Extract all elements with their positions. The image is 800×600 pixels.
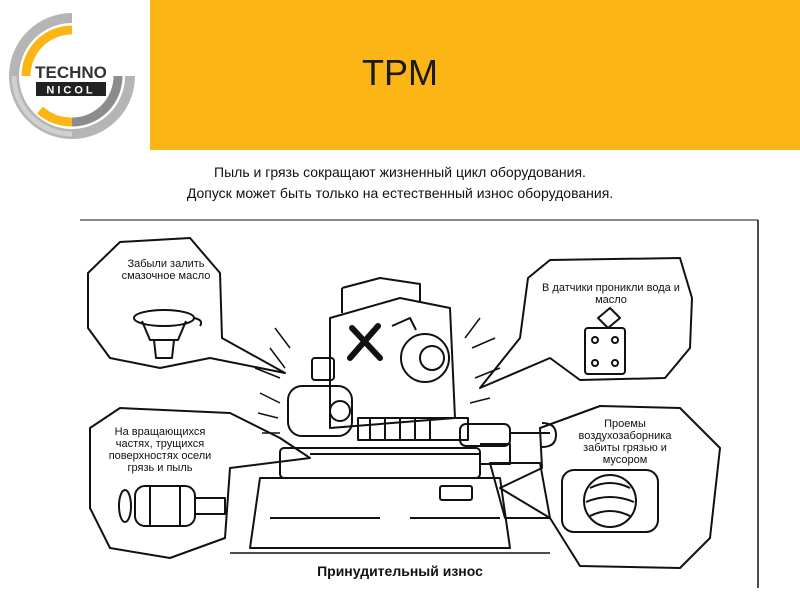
bubble-oil-text: Забыли залить смазочное масло <box>121 258 211 282</box>
slide-title: TPM <box>362 52 438 93</box>
bubble-oil <box>87 237 286 374</box>
subtitle-line-1: Пыль и грязь сокращают жизненный цикл об… <box>214 164 586 180</box>
bubble-sensors-text: В датчики проникли вода и масло <box>542 282 680 306</box>
logo-text-nicol: NICOL <box>46 85 95 97</box>
logo-text-techno: TECHNO <box>35 63 107 82</box>
bubble-surfaces-text: На вращающихся частях, трущихся поверхно… <box>108 426 212 474</box>
bubble-surfaces <box>89 407 311 559</box>
machine-illustration <box>80 219 759 588</box>
bubble-vents-text: Проемы воздухозаборника забиты грязью и … <box>578 418 672 466</box>
technonicol-logo: TECHNO NICOL <box>9 13 135 139</box>
subtitle-line-2: Допуск может быть только на естественный… <box>186 185 614 201</box>
illustration-caption: Принудительный износ <box>317 563 483 579</box>
slide-subtitle: Пыль и грязь сокращают жизненный цикл об… <box>100 162 700 204</box>
bubble-vents <box>499 405 721 569</box>
